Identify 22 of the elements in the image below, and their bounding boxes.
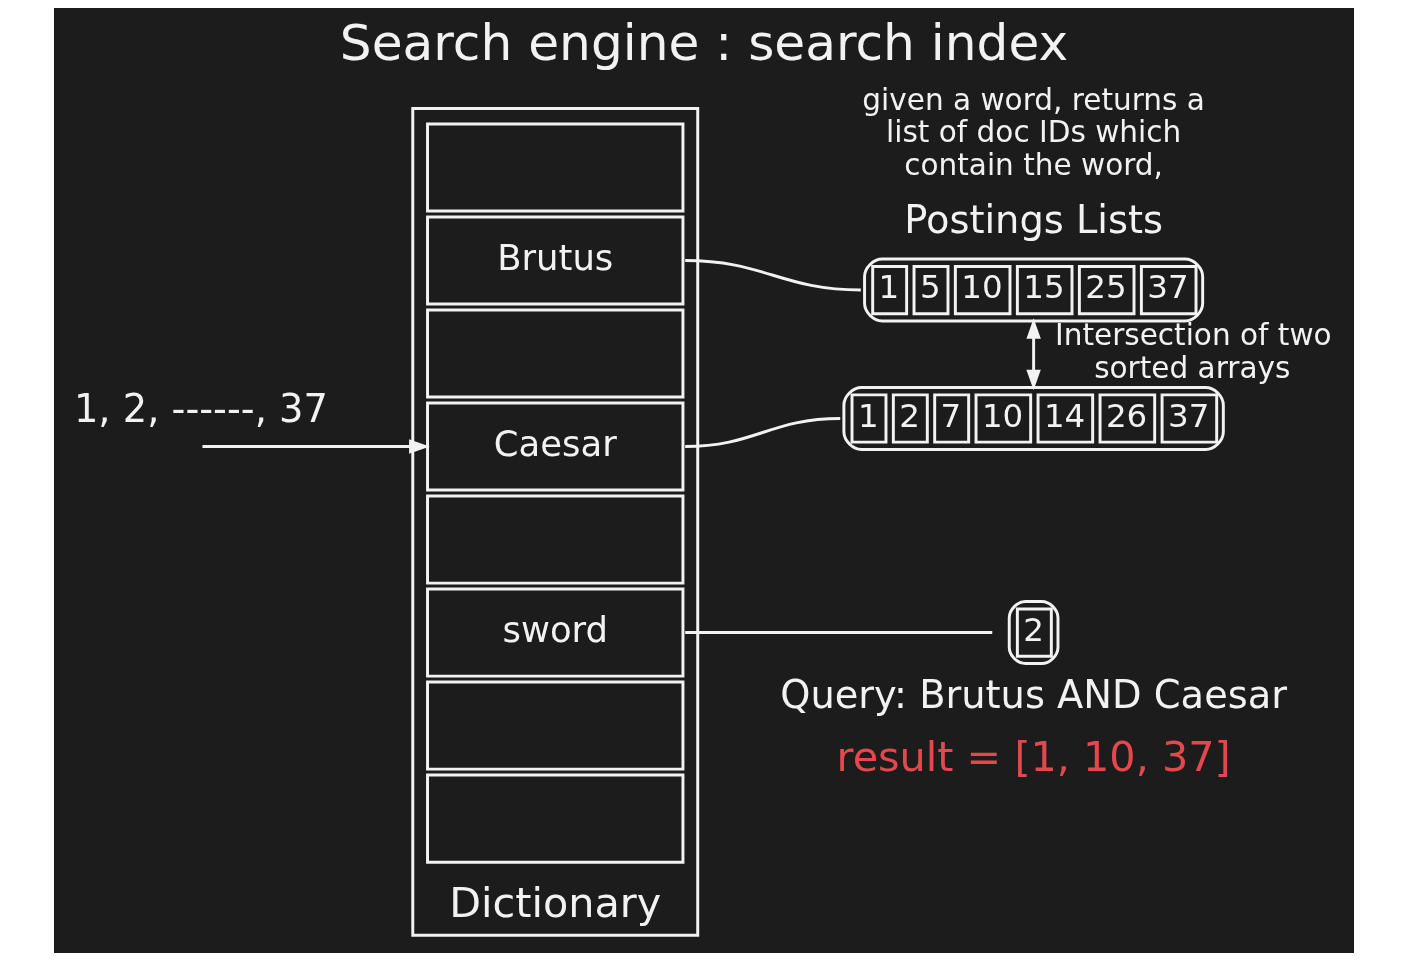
node-box [426, 494, 685, 585]
node-box [426, 122, 685, 213]
arrow [1026, 318, 1041, 391]
connector [685, 631, 993, 635]
arrow [202, 439, 430, 454]
diagram-title: Search engine : search index [339, 13, 1069, 73]
node-box [426, 680, 685, 771]
label: 1, 2, ------, 37 [73, 385, 328, 431]
node-box [426, 308, 685, 399]
label: Postings Lists [904, 196, 1164, 242]
label: given a word, returns a list of doc IDs which contain the word, [862, 82, 1205, 182]
label: result = [1, 10, 37] [836, 733, 1231, 782]
node-box [426, 773, 685, 864]
node-box: 2 [1007, 600, 1060, 666]
connector [685, 259, 861, 292]
node-box: sword [426, 587, 685, 678]
node-box: Caesar [426, 401, 685, 492]
connector [685, 417, 841, 448]
label: Query: Brutus AND Caesar [780, 672, 1288, 718]
node-box: Brutus [426, 215, 685, 306]
node-box: 1 5 10 15 25 37 [863, 257, 1205, 323]
node-box: 1 2 7 10 14 26 37 [842, 386, 1225, 451]
